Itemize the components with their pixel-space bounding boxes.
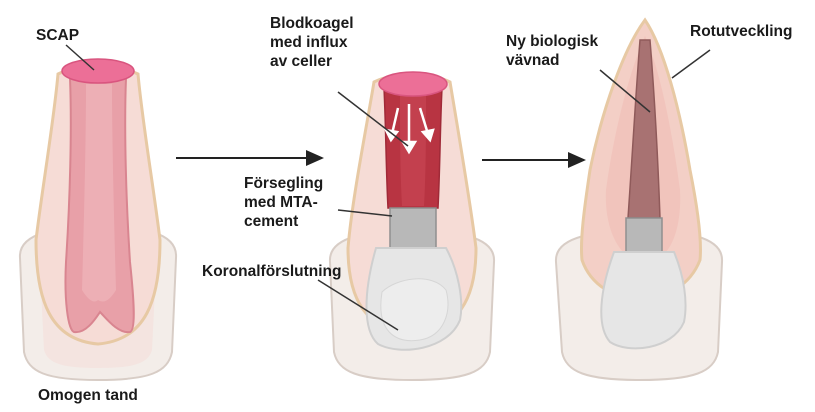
tooth-treated [318,72,494,380]
mta-cement-3 [626,218,662,252]
label-omogen-tand: Omogen tand [38,386,138,405]
tooth-immature [20,45,176,380]
tooth-matured [556,20,722,380]
coronal-filling-3 [601,252,685,348]
label-ny-biologisk: Ny biologisk vävnad [506,32,598,70]
label-scap: SCAP [36,26,79,45]
mta-cement-2 [390,208,436,248]
scap-tissue [62,59,134,83]
scap-tissue-2 [379,72,447,96]
label-forsegling: Försegling med MTA- cement [244,174,323,231]
label-rotutveckling: Rotutveckling [690,22,792,41]
label-blodkoagel: Blodkoagel med influx av celler [270,14,354,71]
label-koronal: Koronalförslutning [202,262,342,281]
